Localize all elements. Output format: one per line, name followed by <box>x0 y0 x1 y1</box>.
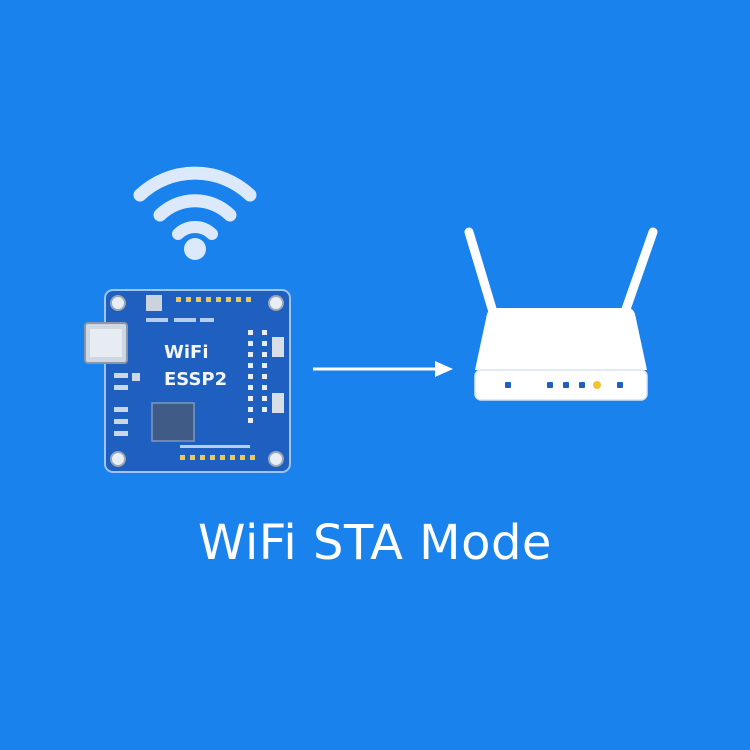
wifi-signal-icon <box>133 166 257 260</box>
esp-dev-board-icon: WiFi ESSP2 <box>84 289 291 473</box>
board-label-line1: WiFi <box>164 342 209 363</box>
diagram-caption: WiFi STA Mode <box>198 515 552 571</box>
wifi-router-icon <box>464 227 658 401</box>
arrow-right-icon <box>313 361 453 377</box>
board-label-line2: ESSP2 <box>164 369 227 390</box>
